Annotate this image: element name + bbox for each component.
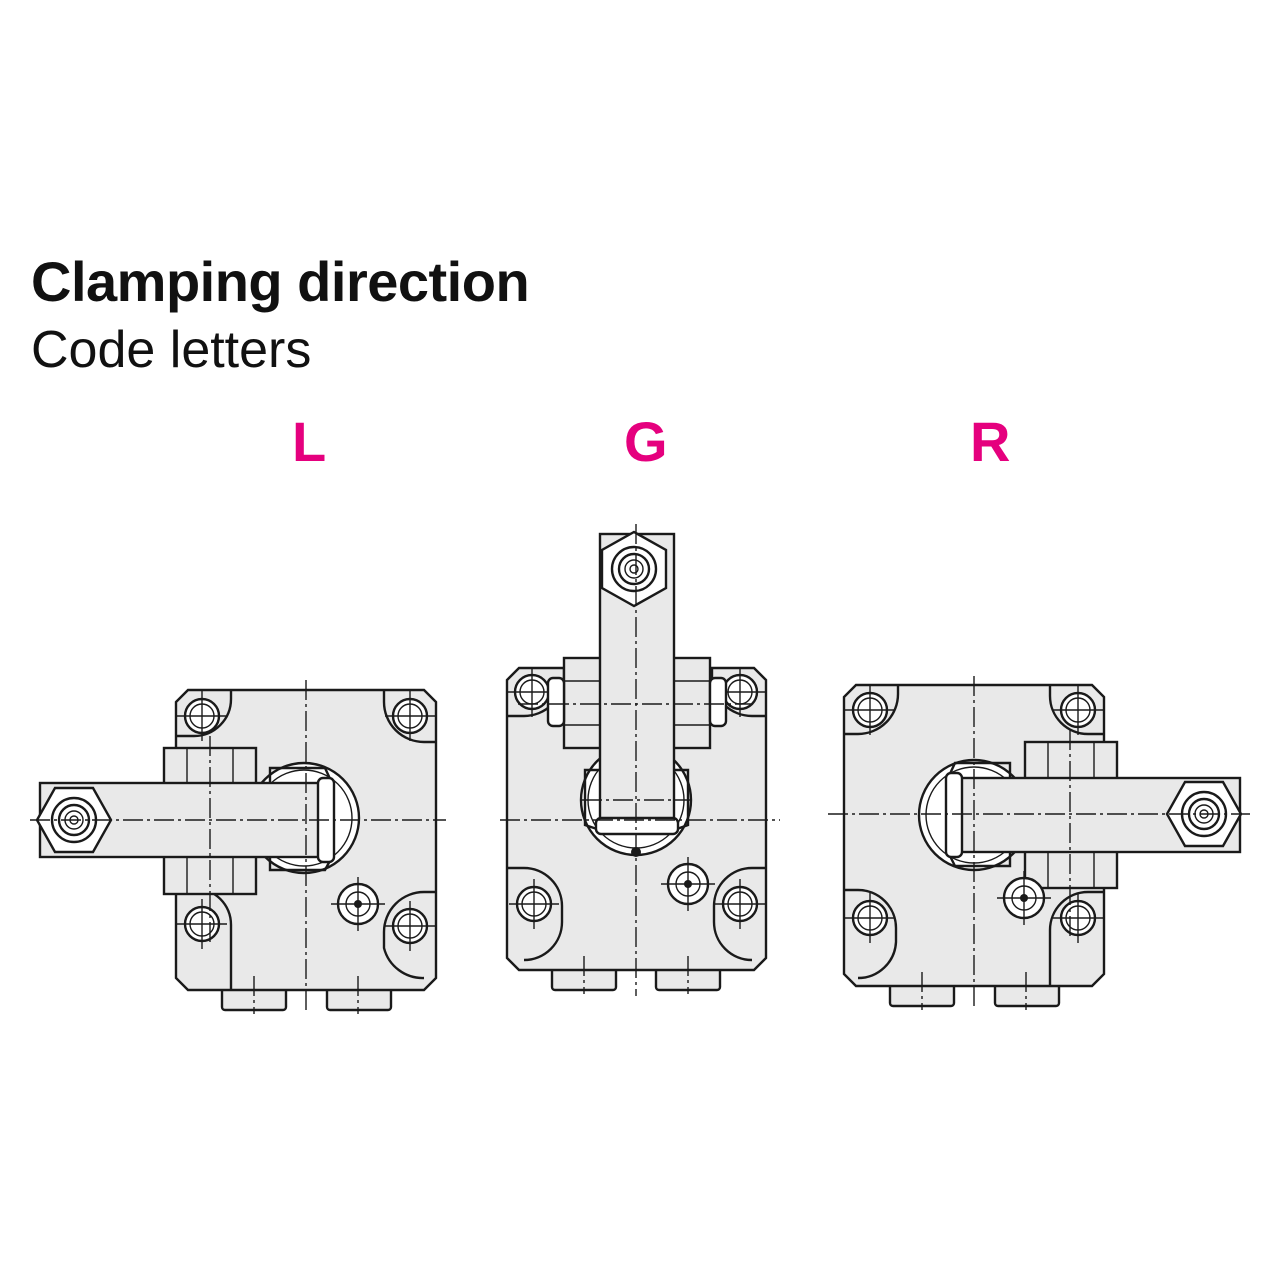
code-letter-l: L: [292, 410, 327, 473]
code-letter-g: G: [624, 410, 668, 473]
clamp-l-drawing: [30, 680, 446, 1014]
clamp-r-drawing: [828, 676, 1250, 1010]
clamp-r-connector-right: [993, 982, 1061, 1008]
heading-title: Clamping direction: [31, 250, 530, 313]
heading-subtitle: Code letters: [31, 321, 312, 379]
clamp-l-connector-right: [325, 986, 393, 1012]
code-letter-r: R: [970, 410, 1011, 473]
clamp-g-drawing: [500, 524, 780, 996]
